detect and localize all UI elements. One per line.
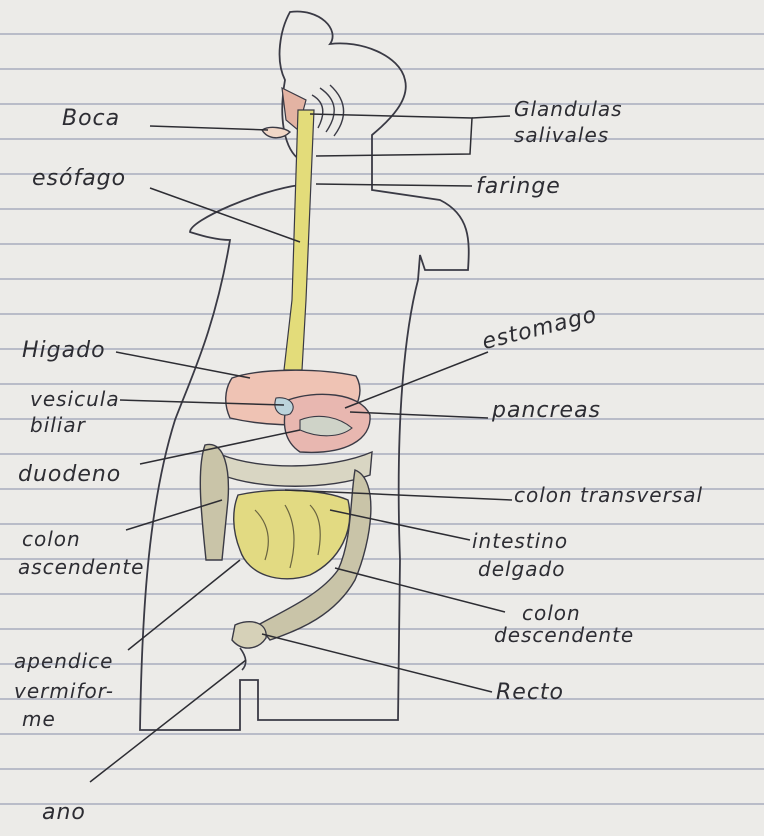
label-esofago: esófago (32, 166, 126, 192)
label-apendice-line2: vermifor- (14, 680, 114, 702)
label-apendice-line1: apendice (14, 650, 113, 672)
salivary-arcs (312, 85, 344, 136)
line-glandulas-label (472, 116, 510, 118)
small-intestine-shape (234, 490, 350, 579)
label-colon-ascendente-line1: colon (22, 528, 81, 550)
transverse-colon-shape (222, 452, 372, 486)
label-recto: Recto (496, 680, 564, 706)
line-higado (116, 352, 250, 378)
line-estomago (345, 352, 488, 408)
label-boca: Boca (62, 106, 120, 132)
rectum-shape (232, 622, 266, 648)
label-glandulas-line2: salivales (514, 124, 609, 146)
label-faringe: faringe (476, 174, 561, 200)
line-boca (150, 126, 268, 130)
label-vesicula-line1: vesicula (30, 388, 120, 410)
appendix-shape (240, 648, 246, 670)
label-colon-descendente-line2: descendente (494, 624, 634, 646)
line-esofago (150, 188, 300, 242)
label-colon-ascendente-line2: ascendente (18, 556, 144, 578)
line-recto (262, 634, 492, 692)
label-glandulas-line1: Glandulas (514, 98, 623, 120)
label-apendice-line3: me (22, 708, 56, 730)
label-higado: Higado (22, 338, 106, 364)
label-pancreas: pancreas (492, 398, 601, 424)
label-vesicula-line2: biliar (30, 414, 86, 436)
label-intestino-line2: delgado (478, 558, 565, 580)
label-duodeno: duodeno (18, 462, 121, 488)
label-ano: ano (42, 800, 86, 826)
label-colon-transversal: colon transversal (514, 484, 703, 506)
line-faringe (316, 184, 472, 186)
esophagus-shape (284, 110, 314, 370)
label-colon-descendente-line1: colon (522, 602, 581, 624)
label-intestino-line1: intestino (472, 530, 568, 552)
